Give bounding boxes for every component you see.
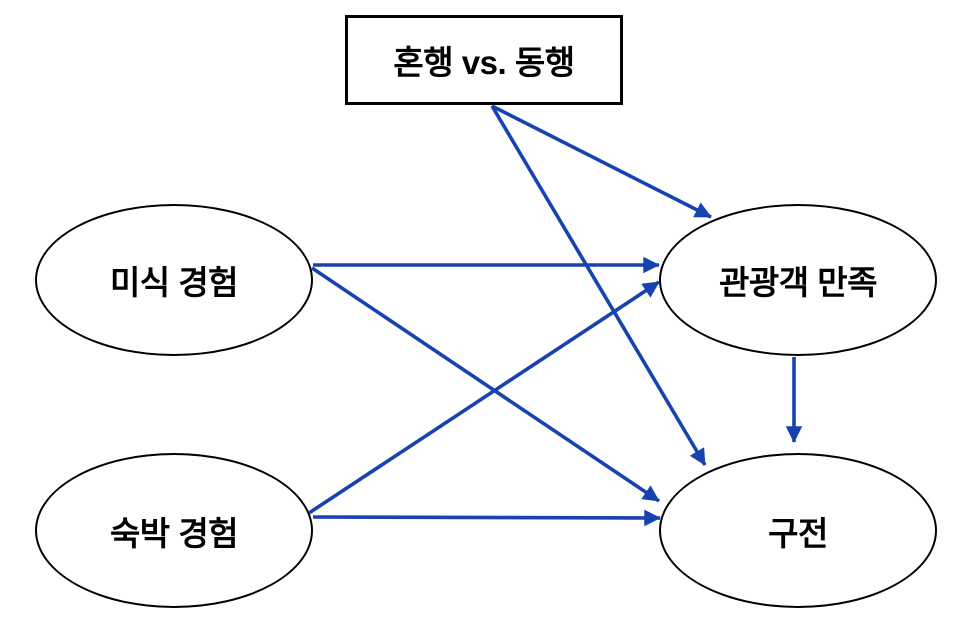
arrow-lodging-to-satisfaction [308,280,660,515]
node-tourist-satisfaction: 관광객 만족 [659,204,937,356]
node-food-experience-label: 미식 경험 [109,264,239,301]
node-tourist-satisfaction-label: 관광객 만족 [719,264,877,301]
arrow-moderator-to-satisfaction [491,104,712,219]
arrow-food-to-wom [310,266,661,503]
node-moderator-label: 혼행 vs. 동행 [393,44,575,81]
node-word-of-mouth-label: 구전 [768,514,828,552]
node-lodging-experience: 숙박 경험 [35,453,313,608]
node-word-of-mouth: 구전 [659,453,937,608]
arrow-lodging-to-wom [312,509,661,527]
node-moderator: 혼행 vs. 동행 [345,15,623,105]
node-lodging-experience-label: 숙박 경험 [109,514,239,552]
node-food-experience: 미식 경험 [35,204,313,356]
